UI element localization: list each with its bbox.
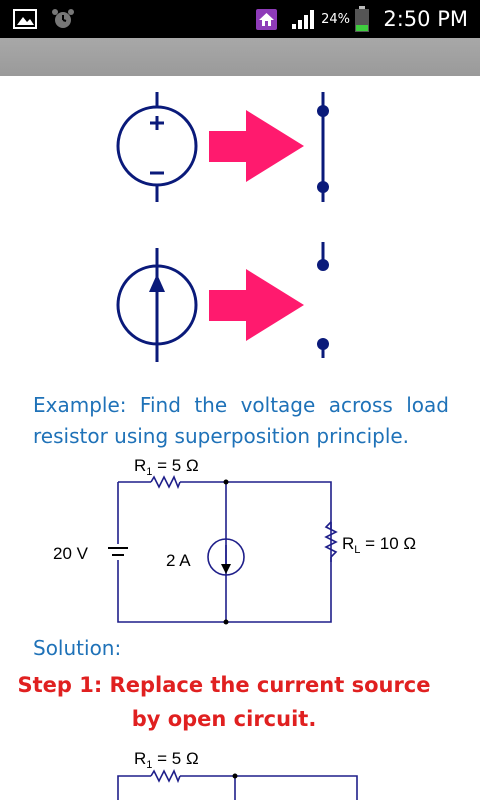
svg-text:R1 = 5 Ω: R1 = 5 Ω [134, 749, 199, 771]
source-voltage-label: 20 V [53, 544, 89, 563]
page-content[interactable]: R1 = 5 Ω 20 V 2 A RL = 10 Ω R1 = 5 Ω Exa… [0, 76, 480, 800]
open-circuit-terminals [317, 242, 329, 358]
battery-icon [354, 0, 370, 38]
svg-text:R1 = 5 Ω: R1 = 5 Ω [134, 456, 199, 478]
current-source-label: 2 A [166, 551, 191, 570]
alarm-icon [51, 0, 75, 38]
right-arrow-icon [209, 110, 304, 182]
step-1-text: Step 1: Replace the current source by op… [17, 673, 431, 731]
current-source-icon [116, 248, 198, 362]
figure-layer: R1 = 5 Ω 20 V 2 A RL = 10 Ω R1 = 5 Ω [53, 92, 416, 800]
gallery-icon [13, 0, 37, 38]
short-circuit-wire [317, 92, 329, 202]
signal-icon [290, 0, 318, 38]
right-arrow-icon [209, 269, 304, 341]
app-toolbar [0, 38, 480, 76]
battery-percent: 24% [321, 11, 350, 27]
home-app-icon [256, 0, 277, 38]
example-problem-text: Example: Find the voltage across load re… [33, 393, 449, 448]
clock: 2:50 PM [383, 7, 468, 31]
current-arrowhead [149, 274, 165, 292]
status-bar: 24% 2:50 PM [0, 0, 480, 38]
svg-text:RL = 10 Ω: RL = 10 Ω [342, 534, 416, 556]
circuit-diagram-2: R1 = 5 Ω [117, 749, 358, 800]
solution-heading: Solution: [33, 636, 122, 660]
voltage-source-icon [116, 92, 198, 202]
circuit-diagram-1: R1 = 5 Ω 20 V 2 A RL = 10 Ω [53, 456, 416, 625]
